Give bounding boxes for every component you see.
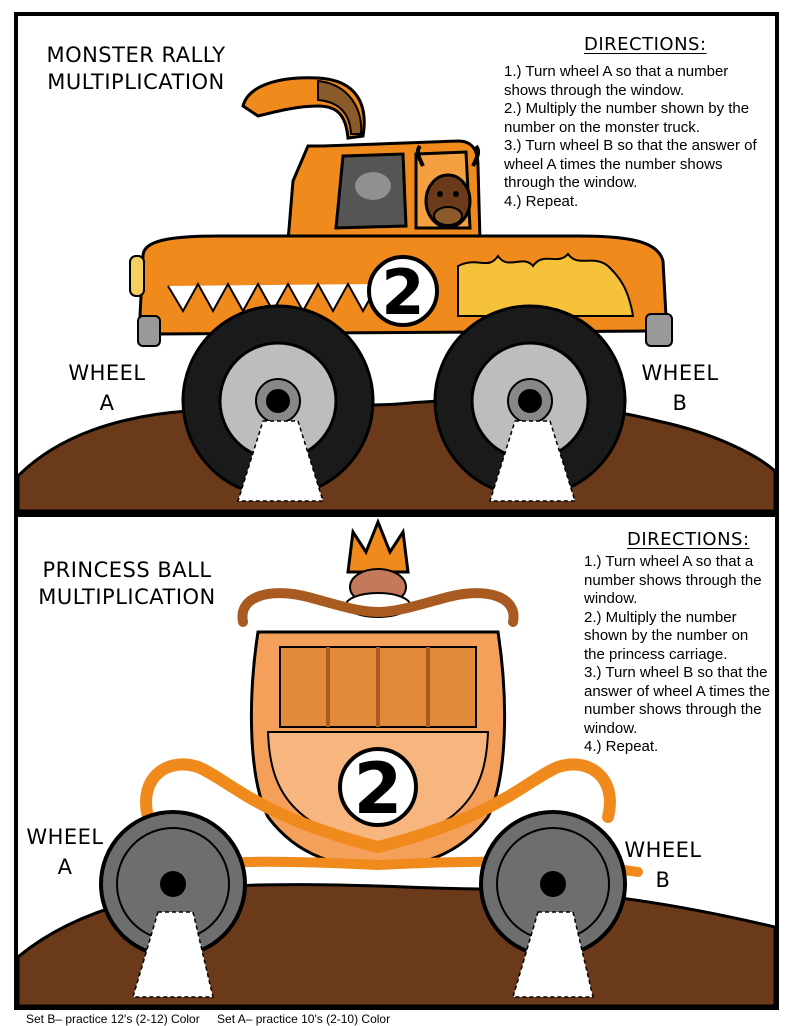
truck-number-circle	[367, 255, 439, 327]
princess-step-4: 4.) Repeat.	[584, 738, 659, 755]
bull-driver	[415, 144, 481, 229]
monster-title-line2: MULTIPLICATION	[47, 70, 225, 94]
princess-carriage-panel: 2 PRINCESS BALL MULTIPLICATION DIRECTION…	[14, 513, 779, 1010]
carriage-wheel-a-graphic	[99, 810, 247, 958]
carriage-wheel-b-window	[511, 911, 594, 998]
monster-truck-illustration: 2	[18, 76, 775, 511]
carriage-wheel-a-window	[131, 911, 214, 998]
princess-step-3: 3.) Turn wheel B so that the answer of w…	[584, 664, 770, 737]
carriage-number-circle	[338, 747, 418, 827]
monster-directions-list: 1.) Turn wheel A so that a number shows …	[504, 63, 766, 211]
truck-number: 2	[381, 256, 424, 329]
princess-wheel-b-label: WHEEL B	[624, 838, 702, 892]
princess-title-line1: PRINCESS BALL	[42, 558, 212, 582]
monster-step-1: 1.) Turn wheel A so that a number shows …	[504, 63, 729, 99]
carriage-base-scroll	[140, 758, 616, 854]
monster-title-line1: MONSTER RALLY	[46, 43, 226, 67]
princess-title: PRINCESS BALL MULTIPLICATION	[32, 557, 222, 611]
footer-set-b: Set B– practice 12's (2-12) Color	[26, 1012, 200, 1026]
princess-directions-title: DIRECTIONS:	[627, 529, 750, 550]
carriage-number: 2	[354, 748, 403, 830]
crown-icon	[346, 517, 410, 574]
footer-notes: Set B– practice 12's (2-12) Color Set A–…	[26, 1012, 404, 1026]
princess-step-1: 1.) Turn wheel A so that a number shows …	[584, 553, 762, 607]
wheel-a-window	[236, 420, 325, 502]
monster-wheel-b-label: WHEEL B	[641, 361, 719, 415]
princess-title-line2: MULTIPLICATION	[38, 585, 216, 609]
princess-step-2: 2.) Multiply the number shown by the num…	[584, 608, 749, 663]
monster-step-2: 2.) Multiply the number shown by the num…	[504, 100, 750, 136]
monster-step-4: 4.) Repeat.	[504, 192, 579, 210]
carriage-illustration: 2	[18, 517, 775, 1006]
truck-flames	[457, 252, 635, 317]
wheel-b-window	[488, 420, 577, 502]
monster-step-3: 3.) Turn wheel B so that the answer of w…	[504, 137, 757, 191]
monster-wheel-a-label: WHEEL A	[68, 361, 146, 415]
monster-truck-panel: 2 MONSTER RALLY MULTIPLICATION DIRECTION…	[14, 12, 779, 515]
carriage-scroll-top	[237, 588, 519, 627]
princess-wheel-a-label: WHEEL A	[26, 825, 104, 879]
princess-directions-list: 1.) Turn wheel A so that a number shows …	[584, 553, 772, 757]
footer-set-a: Set A– practice 10's (2-10) Color	[217, 1012, 391, 1026]
monster-title: MONSTER RALLY MULTIPLICATION	[36, 42, 236, 96]
monster-directions-title: DIRECTIONS:	[584, 34, 707, 55]
